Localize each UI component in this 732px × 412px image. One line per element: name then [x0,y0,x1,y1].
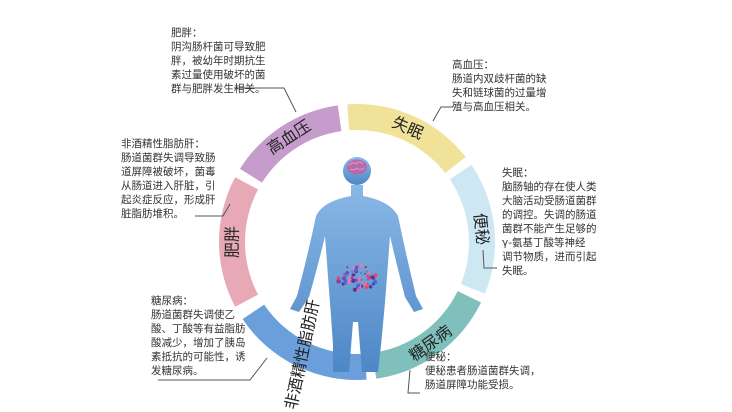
note-line: 菌群不能产生足够的 [502,223,597,235]
note-constipation: 便秘： 便秘患者肠道菌群失调， 肠道屏障功能受损。 [425,350,575,392]
bacteria-dot [361,281,363,283]
note-line: 肠道屏障功能受损。 [425,379,520,391]
bacteria-dot [350,276,354,280]
note-insomnia-title: 失眠： [502,167,534,179]
note-nafld: 非酒精性脂肪肝： 肠道菌群失调导致肠 道屏障被破坏，菌毒 从肠道进入肝脏，引 起… [121,137,233,221]
note-diabetes-title: 糖尿病： [151,295,193,307]
bacteria-dot [354,268,359,273]
bacteria-dot [372,279,378,285]
bacteria-dot [346,266,349,269]
note-line: 起炎症反应，形成肝 [121,194,216,206]
bacteria-dot [356,283,361,288]
leader-constipation [407,369,420,394]
note-line: 胖，被幼年时期抗生 [171,55,266,67]
note-line: 酸减少，增加了胰岛 [151,337,246,349]
leader-insomnia [482,249,497,269]
note-line: γ-氨基丁酸等神经 [502,237,586,249]
note-line: 肠道菌群失调导致肠 [121,152,216,164]
ring-label-constipation: 便秘 [470,212,492,246]
bacteria-dot [360,272,362,274]
ring-segment-diabetes [372,291,482,379]
note-line: 发糖尿病。 [151,365,204,377]
bacteria-dot [352,266,355,269]
bacteria-dot [364,266,367,269]
bacteria-dot [372,283,375,286]
ring-segment-hypertension [239,105,342,183]
bacteria-dot [354,278,358,282]
bacteria-dot [367,276,371,280]
note-nafld-title: 非酒精性脂肪肝： [121,138,205,150]
bacteria-dot [351,270,354,273]
note-line: 殖与高血压相关。 [452,101,536,113]
bacteria-dot [355,265,359,269]
bacteria-dot [336,276,341,280]
note-constipation-title: 便秘： [425,351,457,363]
bacteria-dot [367,271,371,274]
note-line: 失和链球菌的过量增 [452,87,547,99]
ring-segment-insomnia [347,104,466,174]
bacteria-dot [366,282,369,286]
bacteria-dot [351,273,355,277]
bacteria-dot [364,272,366,275]
gut-bacteria-icon [336,263,378,292]
bacteria-dot [345,274,348,277]
note-line: 便秘患者肠道菌群失调， [425,365,541,377]
bacteria-dot [366,274,370,278]
bacteria-dot [359,263,363,267]
note-line: 从肠道进入肝脏，引 [121,180,216,192]
note-line: 群与肥胖发生相关。 [171,83,266,95]
note-line: 大脑活动受肠道菌群 [502,195,597,207]
body-silhouette [290,185,423,372]
leader-obesity [234,87,297,113]
note-hypertension: 高血压： 肠道内双歧杆菌的缺 失和链球菌的过量增 殖与高血压相关。 [452,58,570,114]
note-line: 阴沟肠杆菌可导致肥 [171,41,266,53]
note-diabetes: 糖尿病： 肠道菌群失调使乙 酸、丁酸等有益脂肪 酸减少，增加了胰岛 素抵抗的可能… [151,294,263,378]
note-line: 肠道菌群失调使乙 [151,309,235,321]
note-line: 失眠。 [502,265,534,277]
brain-icon [347,159,367,175]
note-line: 的调控。失调的肠道 [502,209,597,221]
note-line: 脑肠轴的存在使人类 [502,181,597,193]
bacteria-dot [373,273,378,278]
bacteria-dot [343,281,347,285]
note-line: 调节物质，进而引起 [502,251,597,263]
note-obesity-title: 肥胖： [171,27,203,39]
leader-hypertension [432,106,453,122]
ring-segment-obesity [219,177,259,307]
bacteria-dot [370,275,375,280]
leader-lines [158,87,497,394]
ring-label-obesity: 肥胖 [223,226,242,258]
note-line: 道屏障被破坏，菌毒 [121,166,216,178]
bacteria-dot [368,285,373,289]
note-line: 肠道内双歧杆菌的缺 [452,73,547,85]
bacteria-dot [357,277,362,281]
bacteria-dot [336,279,341,284]
note-line: 素抵抗的可能性，诱 [151,351,246,363]
note-line: 酸、丁酸等有益脂肪 [151,323,246,335]
note-hypertension-title: 高血压： [452,59,494,71]
bacteria-dot [342,276,347,281]
note-line: 脏脂肪堆积。 [121,208,184,220]
bacteria-dot [352,287,357,292]
leader-nafld [195,203,231,217]
human-body-figure [290,157,423,372]
bacteria-dot [364,285,369,290]
bacteria-dot [343,273,346,276]
note-insomnia: 失眠： 脑肠轴的存在使人类 大脑活动受肠道菌群 的调控。失调的肠道 菌群不能产生… [502,166,620,278]
note-line: 素过量使用破坏的菌 [171,69,266,81]
bacteria-dot [345,270,349,275]
note-obesity: 肥胖： 阴沟肠杆菌可导致肥 胖，被幼年时期抗生 素过量使用破坏的菌 群与肥胖发生… [171,26,289,96]
bacteria-dot [360,278,363,281]
leader-diabetes [158,357,268,381]
bacteria-dot [357,288,360,291]
